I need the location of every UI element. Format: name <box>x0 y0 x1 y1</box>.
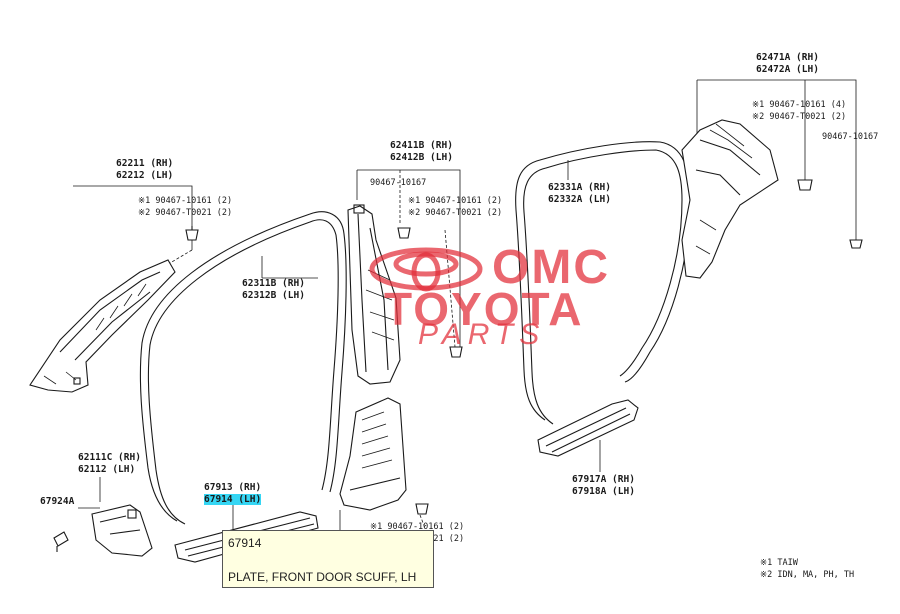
front-pillar-upper-garnish <box>29 259 176 393</box>
label-center-screw-1: ※1 90467-10161 (2) <box>408 196 503 206</box>
note-2: ※2 IDN, MA, PH, TH <box>760 570 855 580</box>
label-67917a[interactable]: 67917A (RH) <box>572 474 635 485</box>
label-62471a[interactable]: 62471A (RH) <box>756 52 819 63</box>
label-62212[interactable]: 62212 (LH) <box>116 170 174 181</box>
quarter-trim-clip-icon <box>849 239 863 249</box>
front-pillar-lower-garnish <box>91 504 153 557</box>
quarter-trim-panel <box>681 119 779 279</box>
label-67913[interactable]: 67913 (RH) <box>204 482 262 493</box>
watermark-omc: OMC <box>492 241 610 294</box>
rear-door-scuff-plate <box>537 399 639 457</box>
quarter-trim-screw-icon <box>797 179 813 191</box>
label-62312b[interactable]: 62312B (LH) <box>242 290 305 301</box>
center-lower-screw-icon <box>415 503 429 515</box>
center-pillar-screw-icon <box>397 227 411 239</box>
label-front-screw-2: ※2 90467-T0021 (2) <box>138 208 233 218</box>
tooltip-description: PLATE, FRONT DOOR SCUFF, LH <box>228 570 417 584</box>
center-pillar-lower-garnish <box>339 397 407 511</box>
label-67924a[interactable]: 67924A <box>40 496 75 507</box>
label-62472a[interactable]: 62472A (LH) <box>756 64 819 75</box>
label-62411b[interactable]: 62411B (RH) <box>390 140 453 151</box>
label-quarter-clip[interactable]: 90467-10167 <box>822 132 879 142</box>
clip-icon <box>53 531 69 552</box>
label-67918a[interactable]: 67918A (LH) <box>572 486 635 497</box>
label-62332a[interactable]: 62332A (LH) <box>548 194 611 205</box>
label-front-screw-1: ※1 90467-10161 (2) <box>138 196 233 206</box>
label-62412b[interactable]: 62412B (LH) <box>390 152 453 163</box>
center-pillar-upper-garnish <box>347 204 401 385</box>
front-weatherstrip <box>139 211 347 525</box>
toyota-logo-icon <box>369 247 483 292</box>
label-center-screw-2: ※2 90467-T0021 (2) <box>408 208 503 218</box>
label-67914-highlighted[interactable]: 67914 (LH) <box>204 494 262 505</box>
label-67914[interactable]: 67914 (LH) <box>204 494 262 505</box>
label-quarter-screw-1: ※1 90467-10161 (4) <box>752 100 847 110</box>
label-62311b[interactable]: 62311B (RH) <box>242 278 305 289</box>
label-quarter-screw-2: ※2 90467-T0021 (2) <box>752 112 847 122</box>
label-lower-screw-1: ※1 90467-10161 (2) <box>370 522 465 532</box>
tooltip-part-number: 67914 <box>228 536 262 550</box>
label-center-clip[interactable]: 90467-10167 <box>370 178 427 188</box>
rear-weatherstrip <box>515 141 691 425</box>
label-62211[interactable]: 62211 (RH) <box>116 158 174 169</box>
note-1: ※1 TAIW <box>760 558 798 568</box>
part-tooltip: 67914 PLATE, FRONT DOOR SCUFF, LH <box>222 530 434 588</box>
watermark-parts: PARTS <box>418 318 546 351</box>
label-62111c[interactable]: 62111C (RH) <box>78 452 141 463</box>
watermark-toyota: TOYOTA <box>384 283 584 335</box>
label-62112[interactable]: 62112 (LH) <box>78 464 136 475</box>
center-pillar-clip-icon <box>449 346 463 358</box>
label-62331a[interactable]: 62331A (RH) <box>548 182 611 193</box>
front-pillar-screw-icon <box>185 226 199 241</box>
